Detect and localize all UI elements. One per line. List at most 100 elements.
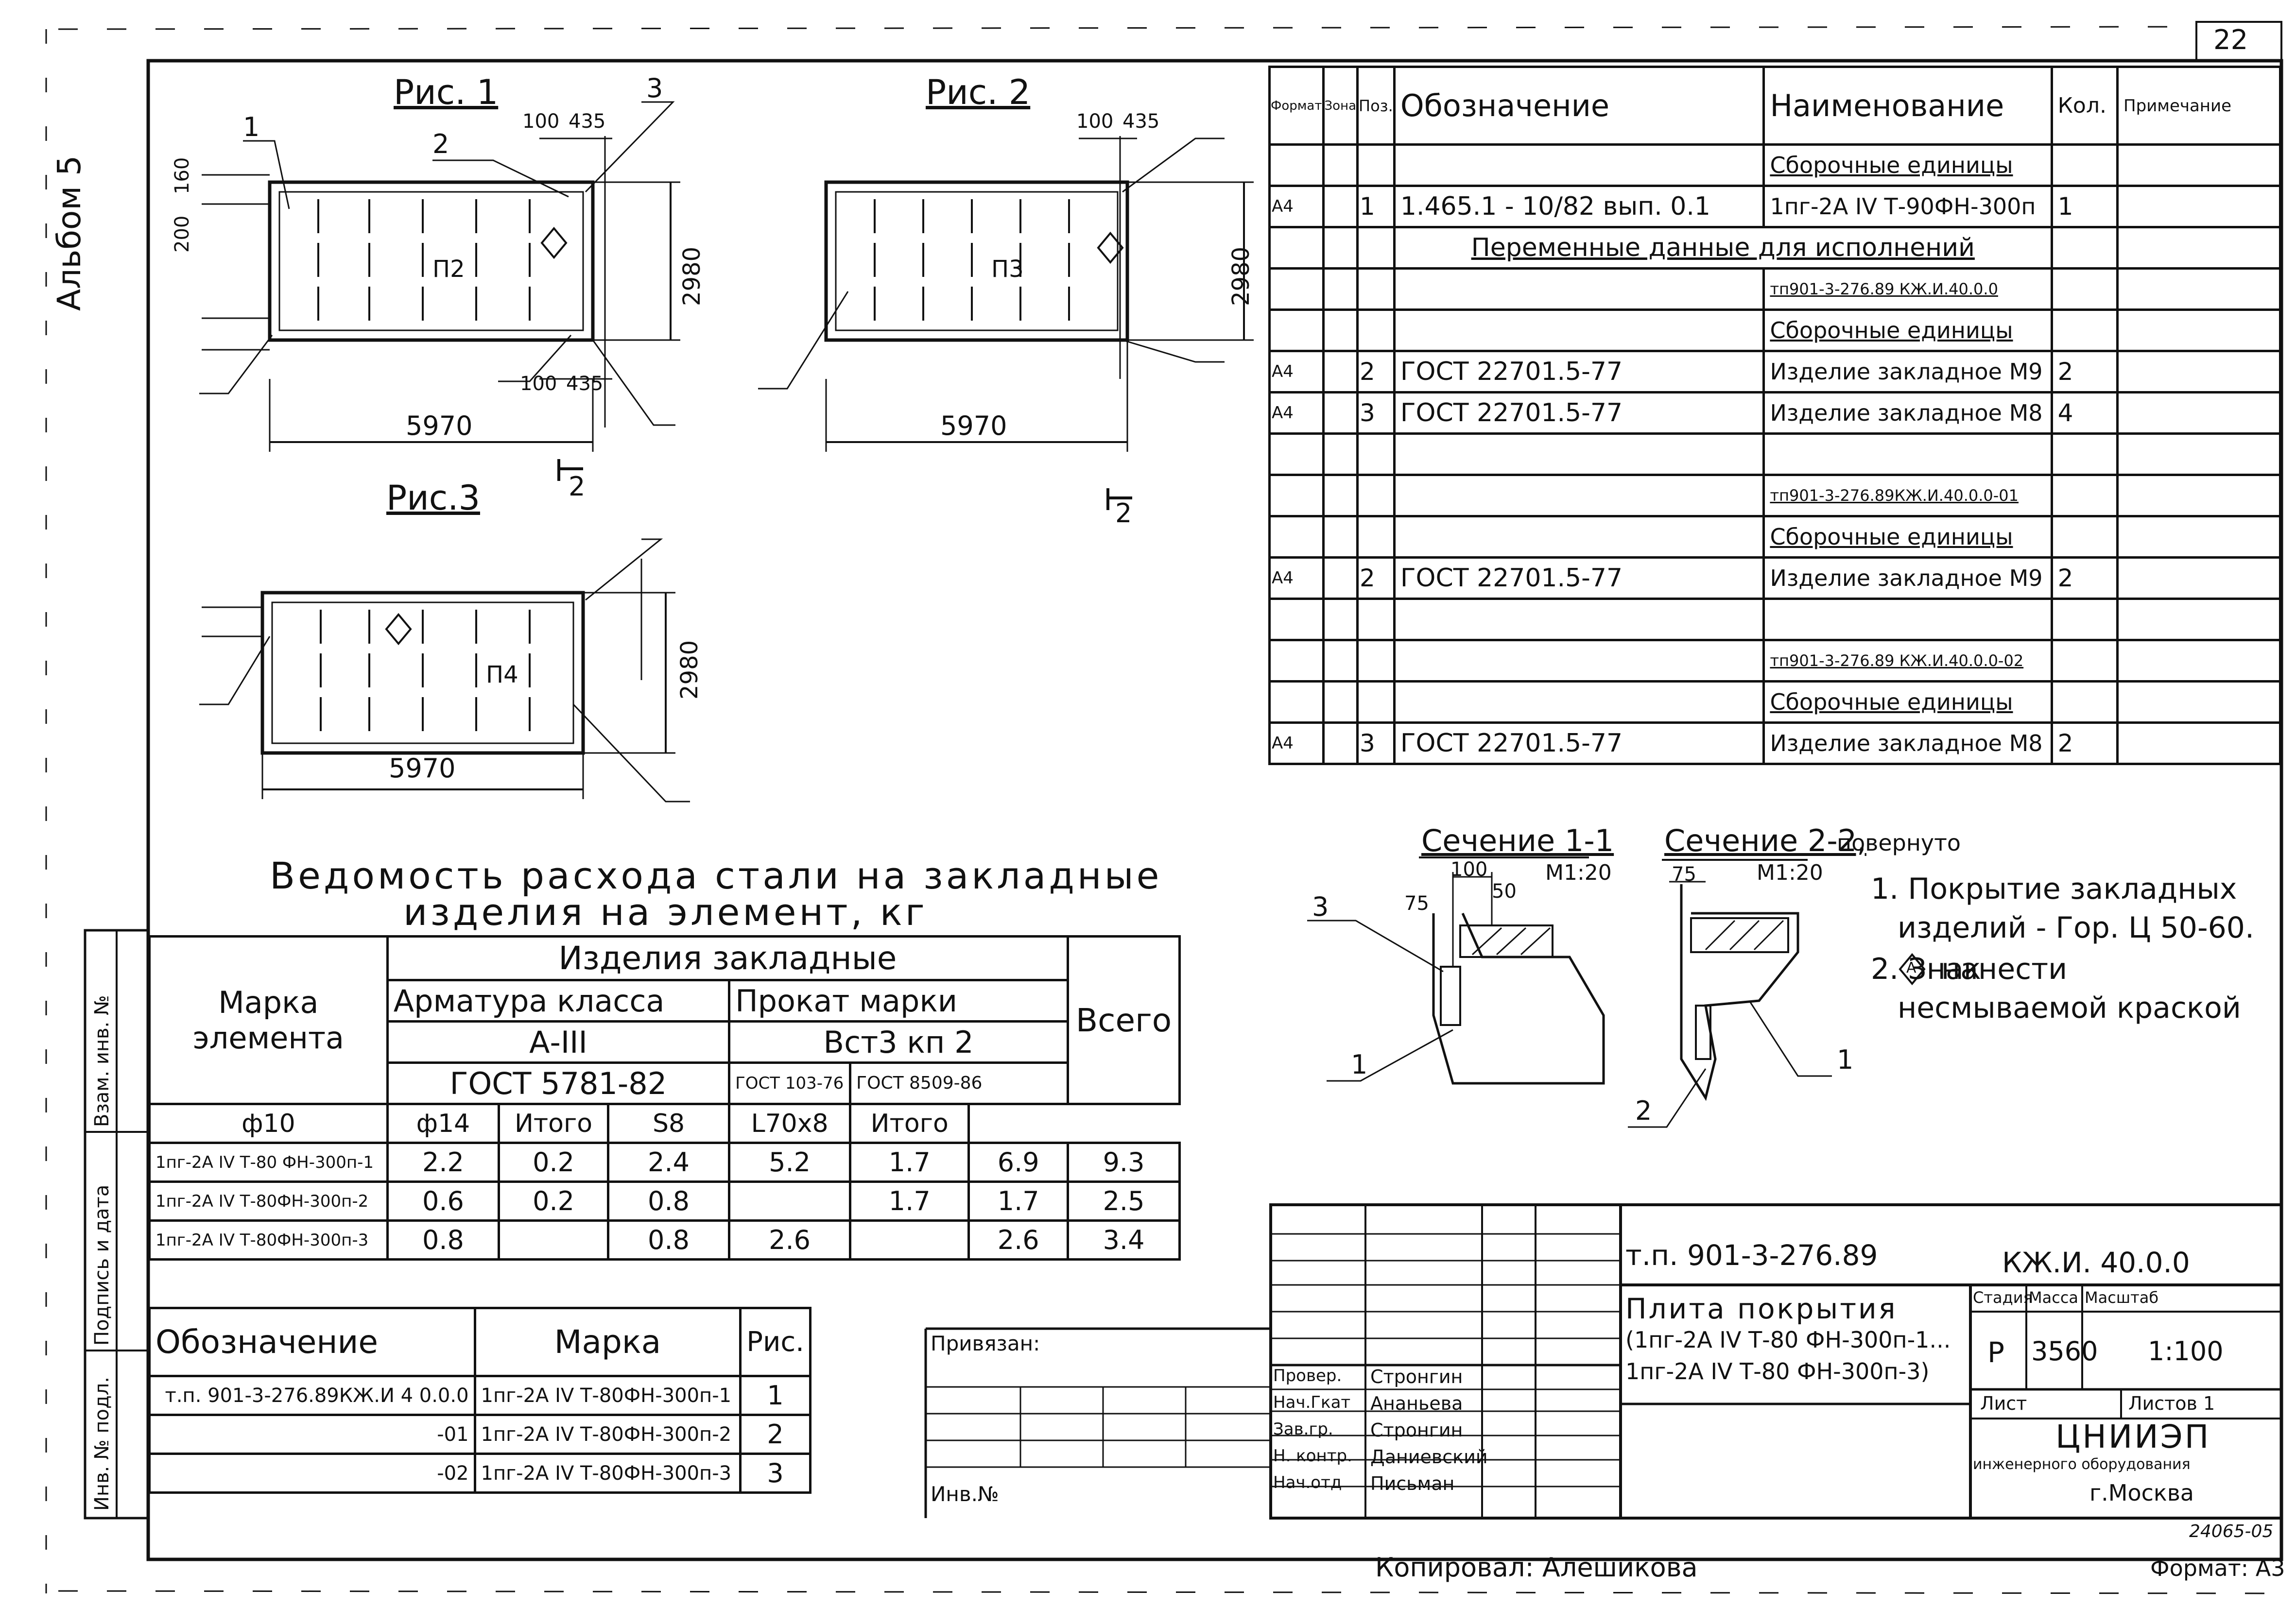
section-1-1-dim-50: 50 — [1492, 880, 1517, 903]
mark-header-fig: Рис. — [739, 1307, 811, 1377]
tb-org-name: ЦНИИЭП — [2055, 1418, 2211, 1455]
spec-table: Формат Зона Поз. Обозначение Наименовани… — [1268, 66, 2281, 765]
spec-cell-designation — [1393, 474, 1765, 517]
steel-table: Марка элемента Изделия закладные Всего А… — [148, 935, 1181, 1261]
spec-cell-pos — [1356, 680, 1396, 724]
steel-mark-header: Марка элемента — [148, 935, 389, 1105]
mark-cell-mark: 1пг-2А IV Т-80ФН-300п-2 — [473, 1414, 742, 1455]
spec-cell-designation: ГОСТ 22701.5-77 — [1393, 721, 1765, 765]
tb-stage: Р — [1987, 1336, 2004, 1369]
tb-project: т.п. 901-3-276.89 — [1625, 1239, 1878, 1272]
spec-cell-qty — [2050, 639, 2119, 683]
spec-cell-qty: 2 — [2050, 556, 2119, 600]
spec-cell-note — [2116, 432, 2281, 476]
steel-rebar-class: А-III — [386, 1020, 731, 1064]
fig2-dim-435: 435 — [1122, 110, 1160, 133]
steel-cell-c4: 5.2 — [728, 1142, 852, 1183]
steel-cell-c2 — [498, 1219, 609, 1261]
steel-cell-c4 — [728, 1180, 852, 1222]
spec-cell-format: А4 — [1268, 556, 1325, 600]
tb-sheet-header: Лист — [1980, 1393, 2027, 1414]
spec-cell-qty — [2050, 515, 2119, 559]
fig2-height-dim: 2980 — [1227, 246, 1255, 306]
footer-doc-no: 24065-05 — [2189, 1522, 2274, 1541]
mark-header-designation: Обозначение — [148, 1307, 476, 1377]
steel-subheader: Итого — [849, 1103, 970, 1144]
fig2-title: Рис. 2 — [926, 72, 1031, 112]
mark-cell-designation: т.п. 901-3-276.89КЖ.И 4 0.0.0 — [148, 1375, 476, 1416]
spec-cell-zone — [1322, 432, 1359, 476]
spec-cell-note — [2116, 474, 2281, 517]
spec-cell-note — [2116, 680, 2281, 724]
spec-row: тп901-3-276.89КЖ.И.40.0.0-01 — [1268, 474, 2281, 517]
spec-cell-name: Сборочные единицы — [1762, 515, 2053, 559]
steel-table-title-1: Ведомость расхода стали на закладные — [270, 854, 1162, 897]
section-1-1-callout-3: 3 — [1312, 891, 1329, 922]
mark-cell-designation: -01 — [148, 1414, 476, 1455]
tb-role: Зав.гр. — [1273, 1419, 1333, 1439]
spec-cell-pos — [1356, 267, 1396, 311]
fig3-width-dim: 5970 — [389, 753, 456, 784]
spec-cell-name: 1пг-2А IV Т-90ФН-300п — [1762, 185, 2053, 228]
tb-sheets-header: Листов 1 — [2128, 1393, 2215, 1414]
spec-cell-designation: ГОСТ 22701.5-77 — [1393, 350, 1765, 393]
spec-cell-name: Изделие закладное М9 — [1762, 350, 2053, 393]
spec-cell-format — [1268, 432, 1325, 476]
tb-person: Ананьева — [1370, 1393, 1463, 1414]
spec-cell-qty — [2050, 432, 2119, 476]
steel-cell-mark: 1пг-2А IV Т-80ФН-300п-3 — [148, 1219, 389, 1261]
spec-cell-name — [1762, 432, 2053, 476]
footer-format: Формат: А3 — [2150, 1555, 2285, 1581]
spec-cell-qty — [2050, 474, 2119, 517]
spec-row: тп901-3-276.89 КЖ.И.40.0.0-02 — [1268, 639, 2281, 683]
spec-cell-qty — [2050, 143, 2119, 187]
steel-cell-c6: 6.9 — [967, 1142, 1070, 1183]
steel-table-title-2: изделия на элемент, кг — [403, 890, 928, 934]
drawing-frame — [146, 59, 2283, 1561]
mark-cell-fig: 3 — [739, 1453, 811, 1494]
steel-rolled-grade: Вст3 кп 2 — [728, 1020, 1070, 1064]
spec-cell-designation — [1393, 143, 1765, 187]
spec-cell-pos — [1356, 226, 1396, 270]
spec-cell-format — [1268, 226, 1325, 270]
fig1-section-marker: 2 — [569, 471, 586, 502]
section-2-2-suffix: повернуто — [1837, 830, 1961, 856]
tb-role: Н. контр. — [1273, 1446, 1352, 1466]
spec-cell-note — [2116, 350, 2281, 393]
tb-mass-header: Масса — [2029, 1288, 2079, 1307]
spec-cell-qty: 2 — [2050, 350, 2119, 393]
spec-cell-pos: 3 — [1356, 391, 1396, 435]
spec-cell-pos — [1356, 474, 1396, 517]
spec-row: Переменные данные для исполнений — [1268, 226, 2281, 270]
spec-cell-qty — [2050, 267, 2119, 311]
spec-cell-name: тп901-3-276.89КЖ.И.40.0.0-01 — [1762, 474, 2053, 517]
spec-cell-zone — [1322, 598, 1359, 641]
spec-cell-designation — [1393, 598, 1765, 641]
note-1-line-1: 1. Покрытие закладных — [1871, 872, 2237, 906]
note-1-line-2: изделий - Гор. Ц 50-60. — [1898, 911, 2255, 945]
spec-cell-name: Сборочные единицы — [1762, 308, 2053, 352]
spec-cell-name: Изделие закладное М8 — [1762, 391, 2053, 435]
spec-header-name: Наименование — [1762, 66, 2053, 146]
spec-cell-format — [1268, 308, 1325, 352]
spec-cell-zone — [1322, 556, 1359, 600]
section-1-1-title: Сечение 1-1 — [1421, 823, 1614, 858]
spec-cell-designation: ГОСТ 22701.5-77 — [1393, 391, 1765, 435]
spec-header-qty: Кол. — [2050, 66, 2119, 146]
fig1-dim-100-top: 100 — [522, 110, 560, 133]
steel-cell-c1: 2.2 — [386, 1142, 501, 1183]
spec-cell-format — [1268, 639, 1325, 683]
spec-cell-pos — [1356, 308, 1396, 352]
spec-cell-pos: 2 — [1356, 350, 1396, 393]
steel-rolled-gost-2: ГОСТ 8509-86 — [849, 1061, 1070, 1105]
spec-row — [1268, 598, 2281, 641]
spec-cell-zone — [1322, 515, 1359, 559]
steel-cell-c1: 0.6 — [386, 1180, 501, 1222]
spec-row: Сборочные единицы — [1268, 515, 2281, 559]
spec-row — [1268, 432, 2281, 476]
tb-role: Нач.Гкат — [1273, 1393, 1351, 1412]
fig1-dim-100-bottom: 100 — [520, 373, 557, 395]
